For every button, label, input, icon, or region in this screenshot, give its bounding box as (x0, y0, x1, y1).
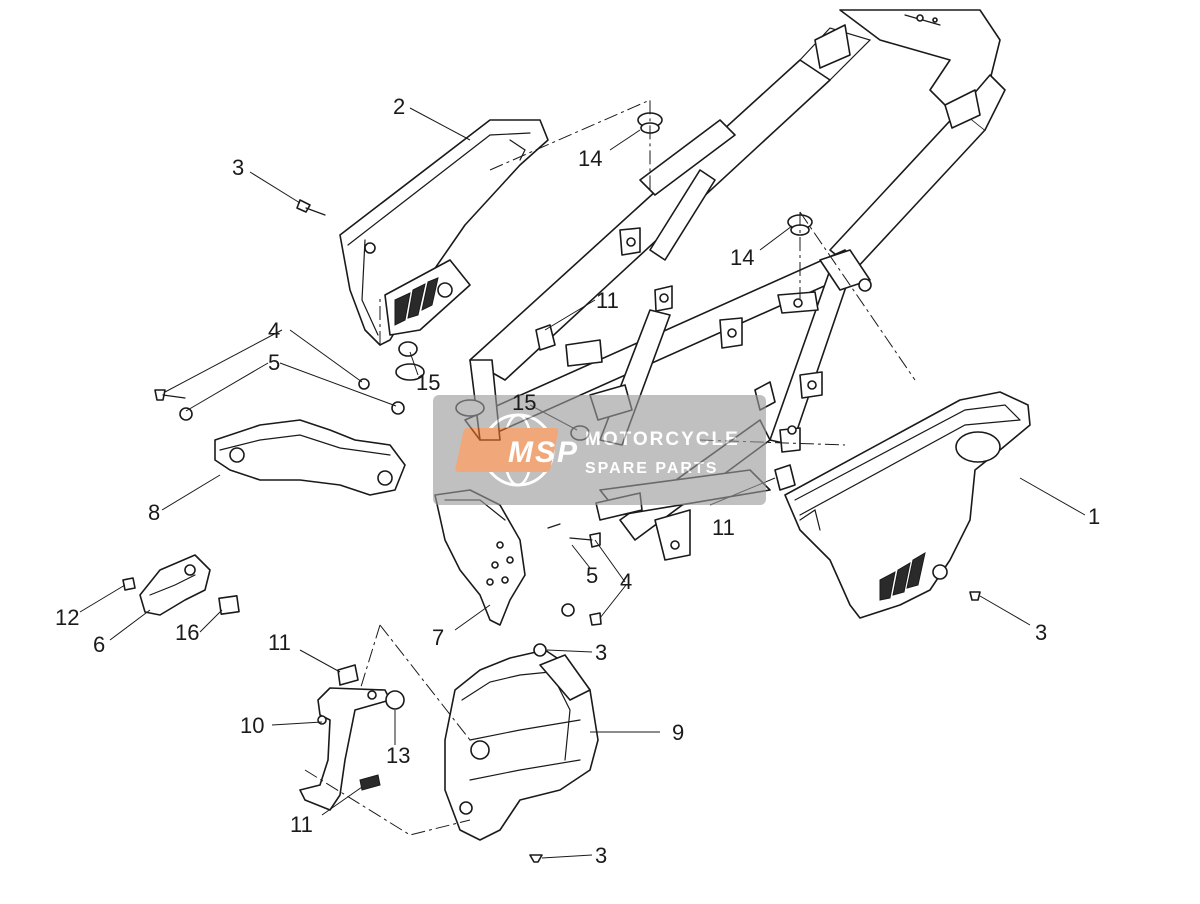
callout-9: 9 (672, 720, 684, 745)
watermark-box (433, 395, 766, 505)
part-16-pad (218, 595, 240, 615)
callout-6: 6 (93, 632, 105, 657)
callout-11-frame: 11 (596, 288, 619, 313)
callout-11-bracket-bottom: 11 (290, 812, 313, 837)
callout-14-top: 14 (578, 146, 602, 171)
callout-3-engine-bottom: 3 (595, 843, 607, 868)
callout-2: 2 (393, 94, 405, 119)
callout-3-right: 3 (1035, 620, 1047, 645)
part-7-bracket-shield (434, 489, 526, 626)
watermark-logo-badge (455, 428, 559, 472)
part-2-left-side-cover (339, 119, 549, 346)
assembly-lines (304, 99, 916, 836)
hardware (122, 112, 981, 863)
callout-4-left: 4 (268, 318, 280, 343)
watermark-line2: SPARE PARTS (585, 460, 718, 477)
callout-10: 10 (240, 713, 264, 738)
part-9-engine-cover (444, 649, 599, 841)
callout-15-center: 15 (512, 390, 536, 415)
callout-7: 7 (432, 625, 444, 650)
callout-15-left: 15 (416, 370, 440, 395)
part-6-small-guard (139, 554, 211, 616)
callout-3-engine-top: 3 (595, 640, 607, 665)
callout-4-center: 4 (620, 569, 632, 594)
callout-5-left: 5 (268, 350, 280, 375)
callout-13: 13 (386, 743, 410, 768)
callout-16: 16 (175, 620, 199, 645)
callout-14-right: 14 (730, 245, 754, 270)
watermark: MSP MOTORCYCLE SPARE PARTS (433, 395, 766, 505)
callout-12: 12 (55, 605, 79, 630)
part-8-heat-shield (214, 419, 406, 496)
callout-11-right: 11 (712, 515, 735, 540)
callout-3-top: 3 (232, 155, 244, 180)
callout-1: 1 (1088, 504, 1100, 529)
part-1-right-side-cover (784, 391, 1031, 619)
watermark-logo-text: MSP (508, 436, 579, 469)
watermark-line1: MOTORCYCLE (585, 429, 740, 450)
callout-5-center: 5 (586, 563, 598, 588)
callout-11-bracket-top: 11 (268, 630, 291, 655)
callout-labels: 1 2 3 3 3 3 4 4 5 5 6 7 8 9 10 11 11 11 … (55, 94, 1100, 868)
part-10-mount-bracket (299, 687, 391, 811)
callout-8: 8 (148, 500, 160, 525)
